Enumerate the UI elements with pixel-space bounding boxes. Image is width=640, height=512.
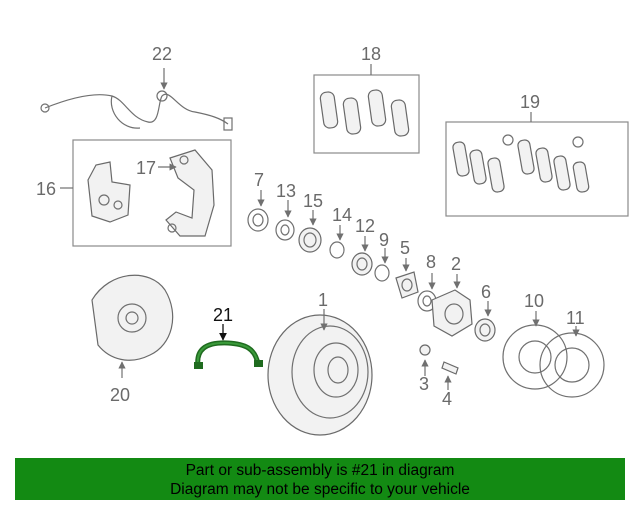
part-5-nut[interactable] <box>395 258 419 299</box>
callout-1: 1 <box>318 290 328 310</box>
callout-14: 14 <box>332 205 352 225</box>
callout-8: 8 <box>426 252 436 272</box>
callout-7: 7 <box>254 170 264 190</box>
part-10-shim[interactable] <box>502 311 568 390</box>
callout-12: 12 <box>355 216 375 236</box>
notice-line-2: Diagram may not be specific to your vehi… <box>170 481 470 498</box>
part-21-brake-hose[interactable] <box>194 324 263 369</box>
callout-11: 11 <box>566 308 585 328</box>
callout-16: 16 <box>36 179 56 199</box>
part-15-inner-bearing[interactable] <box>298 210 322 253</box>
part-6-cap[interactable] <box>474 301 496 342</box>
callout-9: 9 <box>379 230 389 250</box>
callout-3: 3 <box>419 374 429 394</box>
callout-17: 17 <box>136 158 156 178</box>
part-11-shim[interactable] <box>539 326 605 398</box>
part-13-bearing[interactable] <box>275 200 295 241</box>
callout-6: 6 <box>481 282 491 302</box>
part-16-caliper-assembly[interactable] <box>60 139 232 247</box>
part-14-race[interactable] <box>329 225 345 259</box>
callout-21: 21 <box>213 305 233 325</box>
callout-19: 19 <box>520 92 540 112</box>
callout-18: 18 <box>361 44 381 64</box>
callout-22: 22 <box>152 44 172 64</box>
callout-15: 15 <box>303 191 323 211</box>
part-22-abs-sensor-wire[interactable] <box>40 68 233 131</box>
part-2-hub[interactable] <box>431 274 473 337</box>
part-4-stud[interactable] <box>441 361 459 390</box>
part-17-caliper-bracket[interactable] <box>158 149 215 237</box>
part-9-washer[interactable] <box>374 248 390 282</box>
callout-2: 2 <box>451 254 461 274</box>
callout-13: 13 <box>276 181 296 201</box>
callout-5: 5 <box>400 238 410 258</box>
notice-banner: Part or sub-assembly is #21 in diagram D… <box>15 458 625 500</box>
part-18-front-pad-kit[interactable] <box>313 64 420 154</box>
callout-20: 20 <box>110 385 130 405</box>
part-12-outer-bearing[interactable] <box>351 236 373 276</box>
part-19-rear-pad-kit[interactable] <box>445 112 629 217</box>
callout-10: 10 <box>524 291 544 311</box>
part-7-seal[interactable] <box>247 190 269 232</box>
callout-4: 4 <box>442 389 452 409</box>
part-20-backing-plate[interactable] <box>91 274 174 378</box>
part-1-rotor[interactable] <box>267 309 373 436</box>
notice-line-1: Part or sub-assembly is #21 in diagram <box>185 462 455 479</box>
part-3-bolt[interactable] <box>419 344 431 376</box>
